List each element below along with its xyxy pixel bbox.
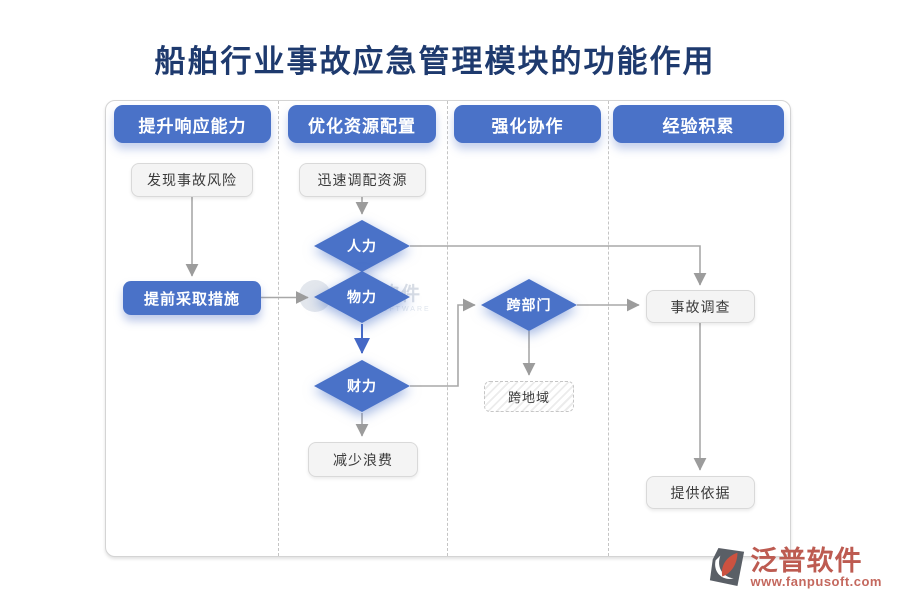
node-rapid-allocation: 迅速调配资源 (299, 163, 426, 197)
column-header-response: 提升响应能力 (114, 105, 271, 143)
node-finance-diamond: 财力 (314, 360, 410, 412)
arrow-finance-to-crossdept (410, 298, 476, 387)
footer-logo-brand: 泛普软件 (750, 546, 863, 576)
node-manpower-diamond: 人力 (314, 220, 410, 272)
flow-connectors (185, 197, 707, 471)
footer-logo-website: www.fanpusoft.com (750, 574, 882, 590)
fanpu-logo-icon (708, 547, 746, 592)
node-material-diamond: 物力 (314, 271, 410, 323)
node-provide-basis: 提供依据 (646, 476, 755, 509)
node-reduce-waste: 减少浪费 (308, 442, 418, 477)
page-title: 船舶行业事故应急管理模块的功能作用 (154, 44, 716, 79)
column-header-resources: 优化资源配置 (288, 105, 436, 143)
node-cross-region: 跨地域 (484, 381, 574, 412)
column-header-experience: 经验积累 (613, 105, 784, 143)
arrow-manpower-to-investigation (410, 245, 707, 286)
node-cross-department-diamond: 跨部门 (481, 279, 577, 331)
column-divider (278, 101, 279, 556)
node-take-measures-early: 提前采取措施 (123, 281, 261, 315)
footer-logo: 泛普软件 www.fanpusoft.com (708, 547, 882, 592)
column-header-collaboration: 强化协作 (454, 105, 601, 143)
column-divider (447, 101, 448, 556)
node-accident-investigation: 事故调查 (646, 290, 755, 323)
node-discover-risk: 发现事故风险 (131, 163, 253, 197)
column-divider (608, 101, 609, 556)
flow-canvas: 泛普软件 FANPU SOFTWARE (105, 100, 791, 557)
